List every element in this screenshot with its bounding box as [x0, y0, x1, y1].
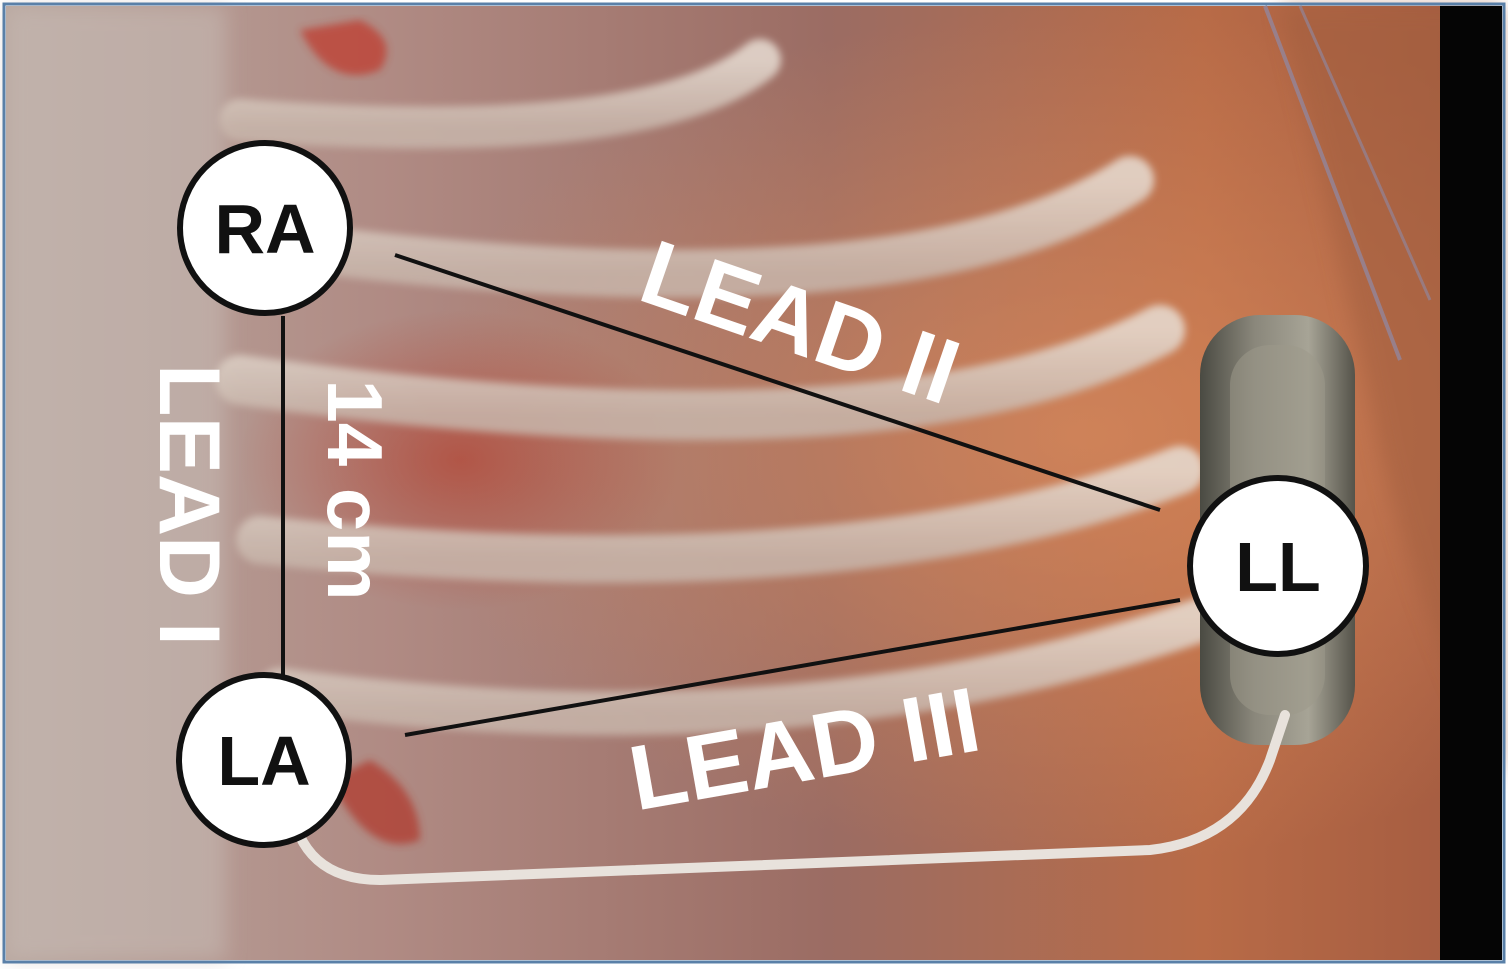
lead-1-label: LEAD I	[141, 364, 237, 646]
electrode-ll-label: LL	[1235, 528, 1321, 606]
dark-edge	[1440, 6, 1502, 960]
distance-label: 14 cm	[311, 379, 399, 600]
electrode-ll: LL	[1190, 478, 1366, 654]
electrode-la: LA	[179, 675, 349, 845]
electrode-ra-label: RA	[214, 190, 315, 268]
electrode-ra: RA	[180, 143, 350, 313]
electrode-la-label: LA	[217, 722, 310, 800]
